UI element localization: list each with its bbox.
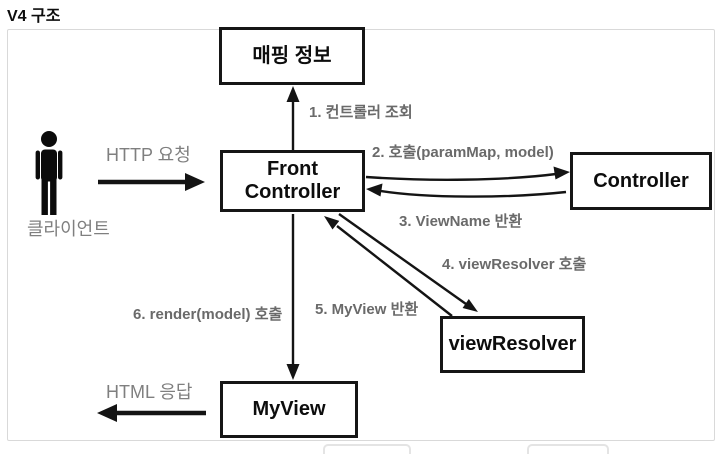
step2-label: 2. 호출(paramMap, model) [372,144,554,161]
cutoff-element-left [323,444,411,454]
step1-label: 1. 컨트롤러 조회 [309,104,413,121]
html-response-label: HTML 응답 [106,382,193,402]
step3-label: 3. ViewName 반환 [399,213,523,230]
node-mapping-info: 매핑 정보 [219,27,365,85]
person-icon [35,131,63,215]
node-my-view: MyView [220,381,358,438]
node-controller: Controller [570,152,712,210]
page-title: V4 구조 [7,8,61,25]
client-label: 클라이언트 [27,219,110,239]
step5-label: 5. MyView 반환 [315,301,419,318]
node-front-controller: Front Controller [220,150,365,212]
cutoff-element-right [527,444,609,454]
step4-label: 4. viewResolver 호출 [442,256,587,273]
http-request-label: HTTP 요청 [106,145,191,165]
node-view-resolver: viewResolver [440,316,585,373]
step6-label: 6. render(model) 호출 [133,306,283,323]
